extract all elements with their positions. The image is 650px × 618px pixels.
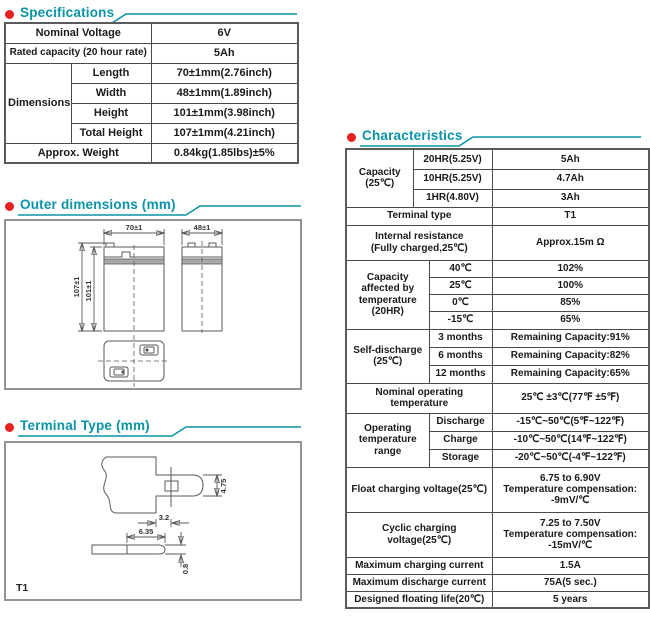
char-self-discharge-value: Remaining Capacity:82% [491,346,650,366]
char-max-discharge-label: Maximum discharge current [345,573,493,592]
char-internal-resistance-label: Internal resistance (Fully charged,25℃) [345,224,493,261]
char-nominal-temp-value: 25℃ ±3℃(77℉ ±5℉) [491,382,650,414]
spec-dim-label: Height [70,102,152,124]
char-max-charge-label: Maximum charging current [345,556,493,575]
char-max-discharge-value: 75A(5 sec.) [491,573,650,592]
case-height-dim: 101±1 [84,281,93,302]
char-self-discharge-cond: 3 months [428,328,493,348]
char-op-range-value: -20℃~50℃(-4℉~122℉) [491,448,650,468]
char-float-charge-value: 6.75 to 6.90V Temperature compensation: … [491,466,650,513]
char-internal-resistance-value: Approx.15m Ω [491,224,650,261]
spec-dim-value: 101±1mm(3.98inch) [150,102,299,124]
char-capacity-temp-cond: 25℃ [428,276,493,295]
red-bullet-icon [347,133,356,142]
characteristics-table: Capacity (25℃) 20HR(5.25V) 5Ah 10HR(5.25… [345,148,650,609]
char-capacity-temp-value: 100% [491,276,650,295]
spec-dim-value: 48±1mm(1.89inch) [150,82,299,104]
total-height-dim: 107±1 [72,277,81,298]
spec-row-value: 6V [150,22,299,44]
char-terminal-label: Terminal type [345,206,493,226]
terminal-type-box: 4.75 3.2 6.35 0.8 T1 [4,441,302,601]
outer-dimensions-header-rule [18,205,301,216]
characteristics-header: Characteristics [345,127,648,149]
char-self-discharge-label: Self-discharge (25℃) [345,328,430,384]
char-capacity-temp-cond: -15℃ [428,310,493,330]
char-op-range-cond: Discharge [428,412,493,432]
spec-weight-label: Approx. Weight [4,142,152,164]
outer-dimensions-drawing: 70±1 107±1 101±1 48±1 [72,223,300,387]
specifications-title: Specifications [20,5,115,20]
char-capacity-value: 5Ah [491,148,650,170]
char-self-discharge-cond: 6 months [428,346,493,366]
red-bullet-icon [5,202,14,211]
char-float-life-value: 5 years [491,590,650,609]
spec-dimensions-label: Dimensions [4,62,72,144]
char-op-range-value: -15℃~50℃(5℉~122℉) [491,412,650,432]
spec-dim-label: Total Height [70,122,152,144]
specifications-table: Nominal Voltage 6V Rated capacity (20 ho… [4,22,299,164]
char-self-discharge-value: Remaining Capacity:65% [491,364,650,384]
tab-height-dim: 4.75 [219,479,228,494]
red-bullet-icon [5,423,14,432]
front-width-dim: 70±1 [126,223,143,232]
terminal-type-header-rule [18,426,301,437]
spec-weight-value: 0.84kg(1.85lbs)±5% [150,142,299,164]
outer-dimensions-header: Outer dimensions (mm) [0,196,304,218]
char-float-charge-label: Float charging voltage(25℃) [345,466,493,513]
terminal-type-drawing: 4.75 3.2 6.35 0.8 T1 [16,456,228,594]
terminal-t1-label: T1 [16,582,28,594]
char-capacity-temp-cond: 0℃ [428,293,493,312]
char-op-range-cond: Charge [428,430,493,450]
char-capacity-cond: 20HR(5.25V) [412,148,493,170]
char-capacity-value: 4.7Ah [491,168,650,190]
spec-dim-label: Length [70,62,152,84]
char-op-range-label: Operating temperature range [345,412,430,468]
blade-thickness-dim: 0.8 [181,564,190,574]
char-cyclic-charge-label: Cyclic charging voltage(25℃) [345,511,493,558]
char-capacity-temp-value: 65% [491,310,650,330]
spec-row-label: Nominal Voltage [4,22,152,44]
outer-dimensions-box: 70±1 107±1 101±1 48±1 [4,219,302,390]
spec-dim-label: Width [70,82,152,104]
spec-dim-value: 70±1mm(2.76inch) [150,62,299,84]
char-op-range-cond: Storage [428,448,493,468]
red-bullet-icon [5,10,14,19]
spec-row-label: Rated capacity (20 hour rate) [4,42,152,64]
char-op-range-value: -10℃~50℃(14℉~122℉) [491,430,650,450]
char-capacity-temp-label: Capacity affected by temperature (20HR) [345,259,430,330]
hole-offset-dim: 3.2 [159,513,169,522]
terminal-type-header: Terminal Type (mm) [0,417,304,439]
spec-dim-value: 107±1mm(4.21inch) [150,122,299,144]
char-capacity-value: 3Ah [491,188,650,208]
char-capacity-label: Capacity (25℃) [345,148,414,208]
char-cyclic-charge-value: 7.25 to 7.50V Temperature compensation: … [491,511,650,558]
char-float-life-label: Designed floating life(20℃) [345,590,493,609]
characteristics-title: Characteristics [362,128,463,143]
char-nominal-temp-label: Nominal operating temperature [345,382,493,414]
char-max-charge-value: 1.5A [491,556,650,575]
char-terminal-value: T1 [491,206,650,226]
char-capacity-cond: 10HR(5.25V) [412,168,493,190]
char-self-discharge-cond: 12 months [428,364,493,384]
characteristics-header-rule [360,136,641,147]
char-capacity-temp-value: 102% [491,259,650,278]
terminal-type-title: Terminal Type (mm) [20,418,150,433]
char-capacity-temp-cond: 40℃ [428,259,493,278]
side-width-dim: 48±1 [194,223,211,232]
outer-dimensions-title: Outer dimensions (mm) [20,197,176,212]
char-capacity-temp-value: 85% [491,293,650,312]
char-capacity-cond: 1HR(4.80V) [412,188,493,208]
spec-row-value: 5Ah [150,42,299,64]
char-self-discharge-value: Remaining Capacity:91% [491,328,650,348]
blade-length-dim: 6.35 [139,527,154,536]
